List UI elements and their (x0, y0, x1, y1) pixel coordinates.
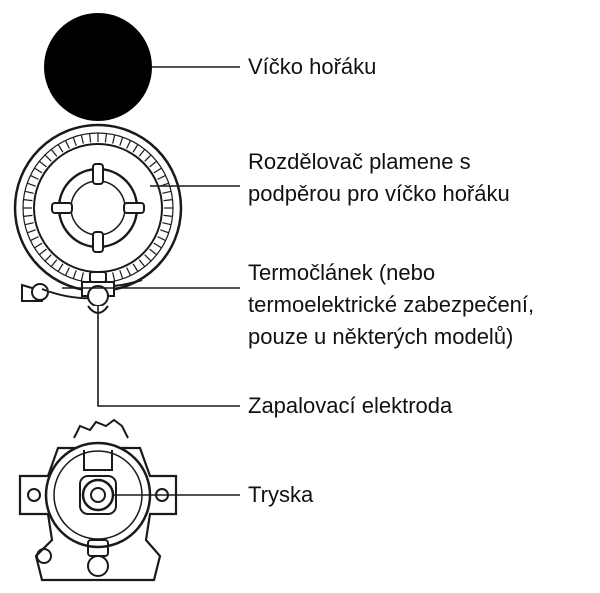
spreader-port-tick (126, 140, 132, 149)
spreader-port-tick (153, 167, 162, 174)
support-lug-bottom (92, 231, 104, 253)
label-flame-spreader-line-2: podpěrou pro víčko hořáku (248, 181, 510, 206)
spreader-port-tick (64, 267, 70, 276)
spreader-port-tick (153, 242, 162, 249)
spreader-port-tick (50, 148, 58, 157)
spreader-port-tick (72, 270, 77, 279)
spreader-port-tick (80, 272, 84, 282)
label-thermocouple-line-1: Termočlánek (nebo (248, 260, 436, 285)
label-thermocouple-line-2: termoelektrické zabezpečení, (248, 292, 535, 317)
thermocouple-assembly (21, 271, 143, 314)
spreader-port-tick (104, 133, 107, 143)
spreader-port-tick (38, 248, 47, 256)
burner-cap (44, 13, 152, 121)
spreader-port-tick (138, 259, 146, 268)
spreader-port-tick (126, 267, 132, 276)
spreader-port-tick (162, 190, 172, 194)
leader-electrode (97, 306, 240, 407)
spreader-port-tick (157, 174, 166, 180)
spreader-port-tick (30, 174, 39, 180)
spreader-port-tick (163, 214, 173, 217)
spreader-port-tick (132, 144, 139, 153)
spreader-port-tick (72, 137, 77, 146)
label-ignition-electrode: Zapalovací elektroda (248, 390, 452, 422)
spreader-port-tick (34, 167, 43, 174)
flame-spreader (13, 123, 183, 293)
spreader-port-tick (149, 160, 158, 168)
spreader-port-tick (119, 137, 124, 146)
spreader-port-tick (24, 190, 34, 194)
spreader-port-tick (30, 236, 39, 242)
support-lug-left (51, 202, 73, 214)
leader-lines (62, 66, 240, 496)
spreader-port-tick (160, 229, 169, 234)
spreader-port-tick (38, 160, 47, 168)
label-burner-cap: Víčko hořáku (248, 51, 376, 83)
spreader-port-tick (64, 140, 70, 149)
spreader-port-tick (149, 248, 158, 256)
spreader-port-tick (34, 242, 43, 249)
spreader-port-tick (23, 199, 33, 202)
spreader-port-ticks (23, 133, 173, 283)
label-burner-cap-text: Víčko hořáku (248, 54, 377, 79)
label-ignition-electrode-text: Zapalovací elektroda (248, 393, 453, 418)
label-thermocouple-line-3: pouze u některých modelů) (248, 324, 514, 349)
spreader-port-tick (162, 222, 172, 226)
spreader-port-tick (144, 254, 152, 262)
spreader-port-tick (57, 263, 64, 272)
spreader-port-tick (50, 259, 58, 268)
spreader-port-tick (138, 148, 146, 157)
label-flame-spreader: Rozdělovač plamene s podpěrou pro víčko … (248, 146, 510, 210)
spreader-port-tick (157, 236, 166, 242)
label-flame-spreader-line-1: Rozdělovač plamene s (248, 149, 471, 174)
label-nozzle-text: Tryska (248, 482, 314, 507)
spreader-port-tick (112, 272, 116, 282)
spreader-port-tick (112, 134, 116, 144)
spreader-port-tick (163, 199, 173, 202)
spreader-port-tick (44, 154, 52, 162)
label-thermocouple: Termočlánek (nebo termoelektrické zabezp… (248, 257, 534, 353)
spreader-port-tick (24, 222, 34, 226)
label-nozzle: Tryska (248, 479, 313, 511)
spreader-port-tick (57, 144, 64, 153)
support-lug-top (92, 163, 104, 185)
spreader-port-tick (119, 270, 124, 279)
spreader-port-tick (89, 133, 92, 143)
spreader-port-tick (27, 229, 36, 234)
spreader-port-tick (27, 182, 36, 187)
burner-base (18, 418, 178, 582)
spreader-port-tick (23, 214, 33, 217)
spreader-port-tick (132, 263, 139, 272)
support-lug-right (123, 202, 145, 214)
spreader-port-tick (80, 134, 84, 144)
spreader-port-tick (44, 254, 52, 262)
spreader-port-tick (144, 154, 152, 162)
